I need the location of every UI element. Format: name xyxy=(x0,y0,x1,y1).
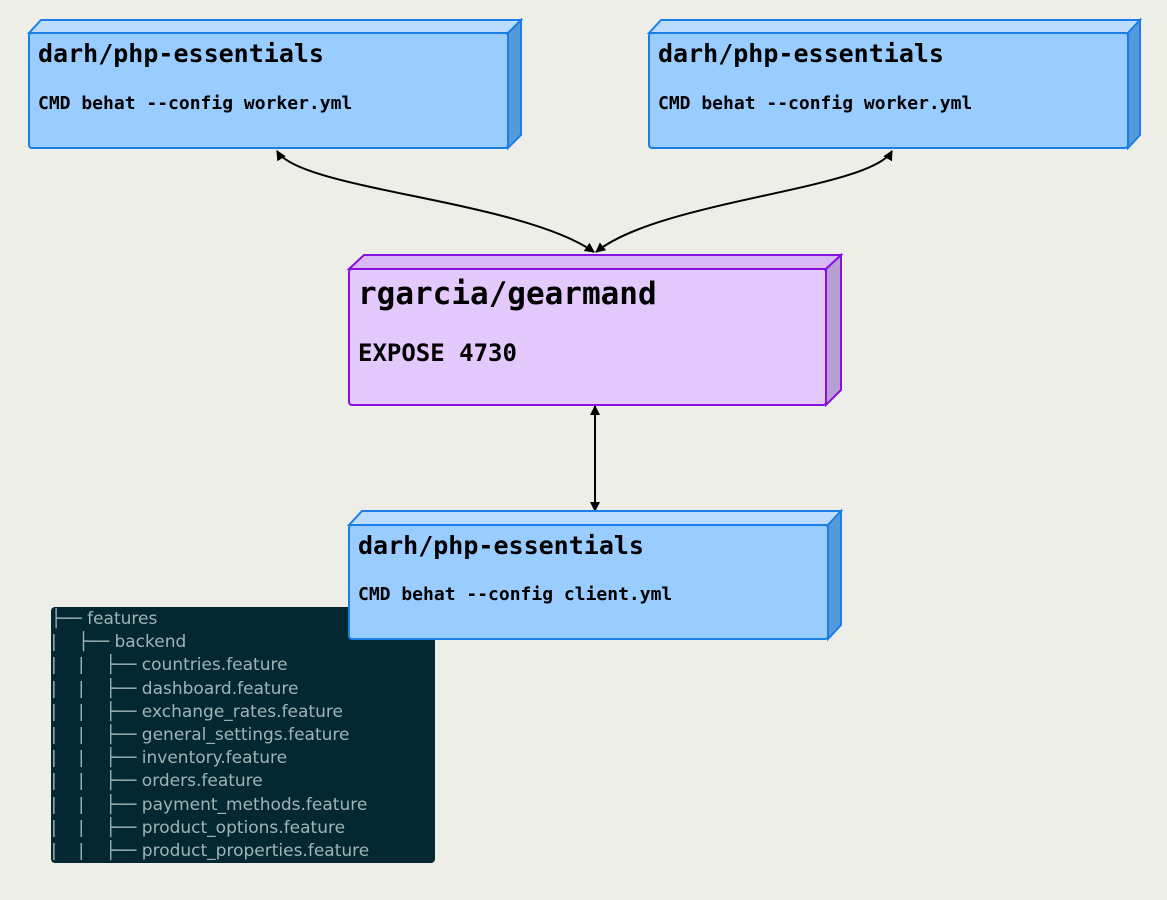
tree-line: | | ├── product_options.feature xyxy=(51,817,346,838)
connector-worker-right-gearman xyxy=(595,150,893,253)
node-command: EXPOSE 4730 xyxy=(358,339,517,367)
tree-line: | | ├── general_settings.feature xyxy=(51,725,350,746)
node-gearman: rgarcia/gearmand EXPOSE 4730 xyxy=(346,252,844,408)
node-title: rgarcia/gearmand xyxy=(358,276,657,312)
node-client: darh/php-essentials CMD behat --config c… xyxy=(346,508,844,642)
node-worker-left: darh/php-essentials CMD behat --config w… xyxy=(26,17,524,151)
node-command: CMD behat --config client.yml xyxy=(358,584,672,605)
node-title: darh/php-essentials xyxy=(38,39,324,68)
file-tree-lines: ├── features | ├── backend| | ├── countri… xyxy=(51,607,435,863)
tree-line: | | ├── countries.feature xyxy=(51,655,288,676)
node-title: darh/php-essentials xyxy=(658,39,944,68)
connector-worker-left-gearman xyxy=(276,150,595,253)
node-command: CMD behat --config worker.yml xyxy=(38,93,352,114)
tree-line: | | ├── orders.feature xyxy=(51,771,263,792)
tree-line: | | ├── inventory.feature xyxy=(51,748,288,769)
file-tree-screenshot: ├── features | ├── backend| | ├── countri… xyxy=(51,607,435,863)
tree-line: | | ├── payment_methods.feature xyxy=(51,794,368,815)
tree-line: | ├── backend xyxy=(51,632,187,653)
node-title: darh/php-essentials xyxy=(358,531,644,560)
tree-line: | | ├── dashboard.feature xyxy=(51,678,299,699)
node-worker-right: darh/php-essentials CMD behat --config w… xyxy=(646,17,1143,151)
tree-line: | | ├── exchange_rates.feature xyxy=(51,701,343,722)
node-command: CMD behat --config worker.yml xyxy=(658,93,972,114)
tree-line: ├── features xyxy=(51,609,158,629)
tree-line: | | ├── product_properties.feature xyxy=(51,841,370,862)
